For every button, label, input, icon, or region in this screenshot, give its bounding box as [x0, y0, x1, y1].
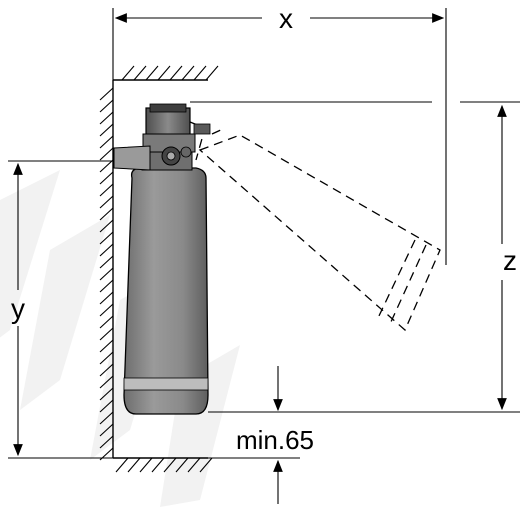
- ceiling-hatching: [113, 65, 219, 81]
- hatch-stroke: [99, 351, 114, 365]
- hatch-stroke: [99, 399, 114, 413]
- hatch-stroke: [99, 435, 114, 449]
- hatch-stroke: [145, 65, 159, 81]
- hatch-stroke: [99, 303, 114, 317]
- hatch-stroke: [99, 231, 114, 245]
- x-label: x: [279, 3, 293, 34]
- hatch-stroke: [99, 315, 114, 329]
- floor-hatching: [113, 457, 213, 473]
- hatch-stroke: [115, 457, 129, 473]
- hatch-stroke: [157, 65, 171, 81]
- hatch-stroke: [99, 363, 114, 377]
- hatch-stroke: [99, 99, 114, 113]
- z-label: z: [503, 245, 517, 276]
- min-clearance-dimension: min.65: [208, 366, 314, 504]
- wall-hatching: [99, 80, 114, 461]
- hatch-stroke: [205, 65, 219, 81]
- hatch-stroke: [133, 65, 147, 81]
- hatch-stroke: [99, 135, 114, 149]
- hatch-stroke: [187, 457, 201, 473]
- hatch-stroke: [99, 195, 114, 209]
- hatch-stroke: [181, 65, 195, 81]
- hatch-stroke: [169, 65, 183, 81]
- hatch-stroke: [99, 123, 114, 137]
- hatch-stroke: [193, 65, 207, 81]
- hatch-stroke: [99, 147, 114, 161]
- hatch-stroke: [163, 457, 177, 473]
- hatch-stroke: [99, 339, 114, 353]
- hatch-stroke: [175, 457, 189, 473]
- filter-cylinder: [113, 103, 211, 415]
- y-dimension: y: [8, 160, 120, 459]
- y-label: y: [11, 293, 25, 324]
- hatch-stroke: [99, 291, 114, 305]
- hatch-stroke: [99, 267, 114, 281]
- x-dimension: x: [112, 3, 447, 265]
- hatch-stroke: [199, 457, 213, 473]
- hatch-stroke: [99, 219, 114, 233]
- hatch-stroke: [127, 457, 141, 473]
- hatch-stroke: [99, 243, 114, 257]
- hatch-stroke: [99, 255, 114, 269]
- hatch-stroke: [99, 207, 114, 221]
- hatch-stroke: [99, 171, 114, 185]
- hatch-stroke: [151, 457, 165, 473]
- hatch-stroke: [99, 327, 114, 341]
- hatch-stroke: [99, 159, 114, 173]
- hatch-stroke: [99, 111, 114, 125]
- z-dimension: z: [460, 101, 520, 411]
- hatch-stroke: [99, 375, 114, 389]
- hatch-stroke: [99, 87, 114, 101]
- hatch-stroke: [99, 423, 114, 437]
- hatch-stroke: [99, 387, 114, 401]
- hatch-stroke: [99, 183, 114, 197]
- hatch-stroke: [99, 279, 114, 293]
- hatch-stroke: [121, 65, 135, 81]
- hatch-stroke: [99, 411, 114, 425]
- min-clearance-label: min.65: [236, 425, 314, 455]
- hatch-stroke: [139, 457, 153, 473]
